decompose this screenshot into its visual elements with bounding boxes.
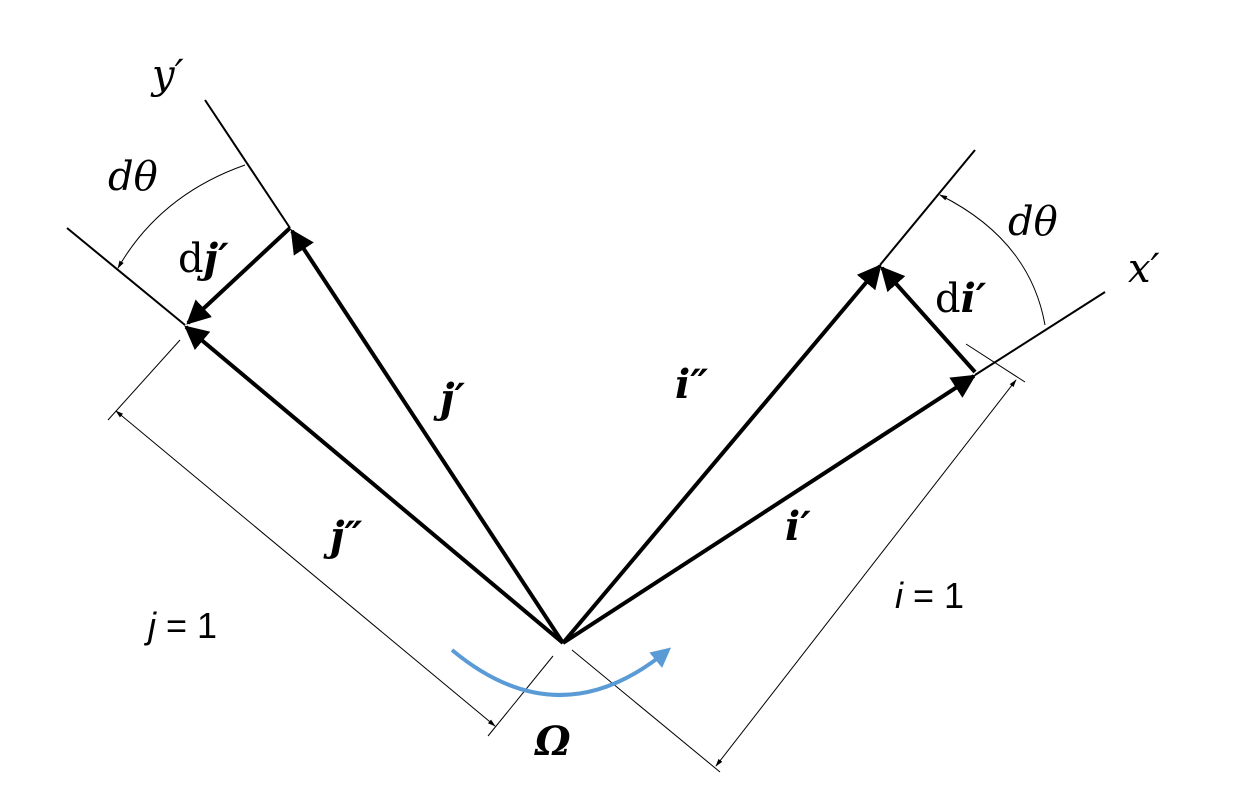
equals-one: = 1 <box>156 605 217 646</box>
vector-j-double-prime <box>184 325 565 645</box>
vector-i-double-prime <box>561 264 882 645</box>
dimension-j <box>115 410 496 727</box>
y-double-prime-axis <box>66 227 186 326</box>
dtheta-arc-left <box>117 164 246 269</box>
dtheta-left-label: dθ <box>108 154 158 200</box>
extension-line <box>107 339 181 421</box>
i-equals-one-label: i = 1 <box>895 575 964 616</box>
equals-one: = 1 <box>903 575 964 616</box>
x-double-prime-axis <box>879 149 976 266</box>
di-prime-label: di′ <box>935 275 987 322</box>
i-symbol: i <box>895 575 904 616</box>
d-prefix: d <box>935 276 961 322</box>
dj-prime-label: dj′ <box>178 235 229 282</box>
j-symbol: j <box>143 605 157 646</box>
j-prime-label: j′ <box>433 375 465 422</box>
dtheta-arc-right <box>939 194 1046 326</box>
y-prime-label: y′ <box>150 52 184 98</box>
extension-line <box>965 343 1026 383</box>
extension-line <box>571 649 721 773</box>
di-vec: i′ <box>961 275 987 322</box>
dimension-i <box>715 379 1017 767</box>
extension-line <box>487 655 554 737</box>
i-prime-label: i′ <box>785 503 811 550</box>
vector-dj-prime <box>186 226 292 325</box>
j-equals-one-label: j = 1 <box>143 605 217 646</box>
y-prime-axis <box>204 99 291 229</box>
omega-label: Ω <box>534 718 571 765</box>
d-prefix: d <box>178 236 204 282</box>
dtheta-right-label: dθ <box>1008 199 1058 245</box>
vector-di-prime <box>880 266 977 374</box>
rotation-arrow <box>450 647 672 697</box>
x-prime-label: x′ <box>1128 246 1160 292</box>
j-double-prime-label: j″ <box>323 513 362 560</box>
vector-j-prime <box>290 228 565 645</box>
i-double-prime-label: i″ <box>675 361 708 408</box>
x-prime-axis <box>974 291 1106 376</box>
